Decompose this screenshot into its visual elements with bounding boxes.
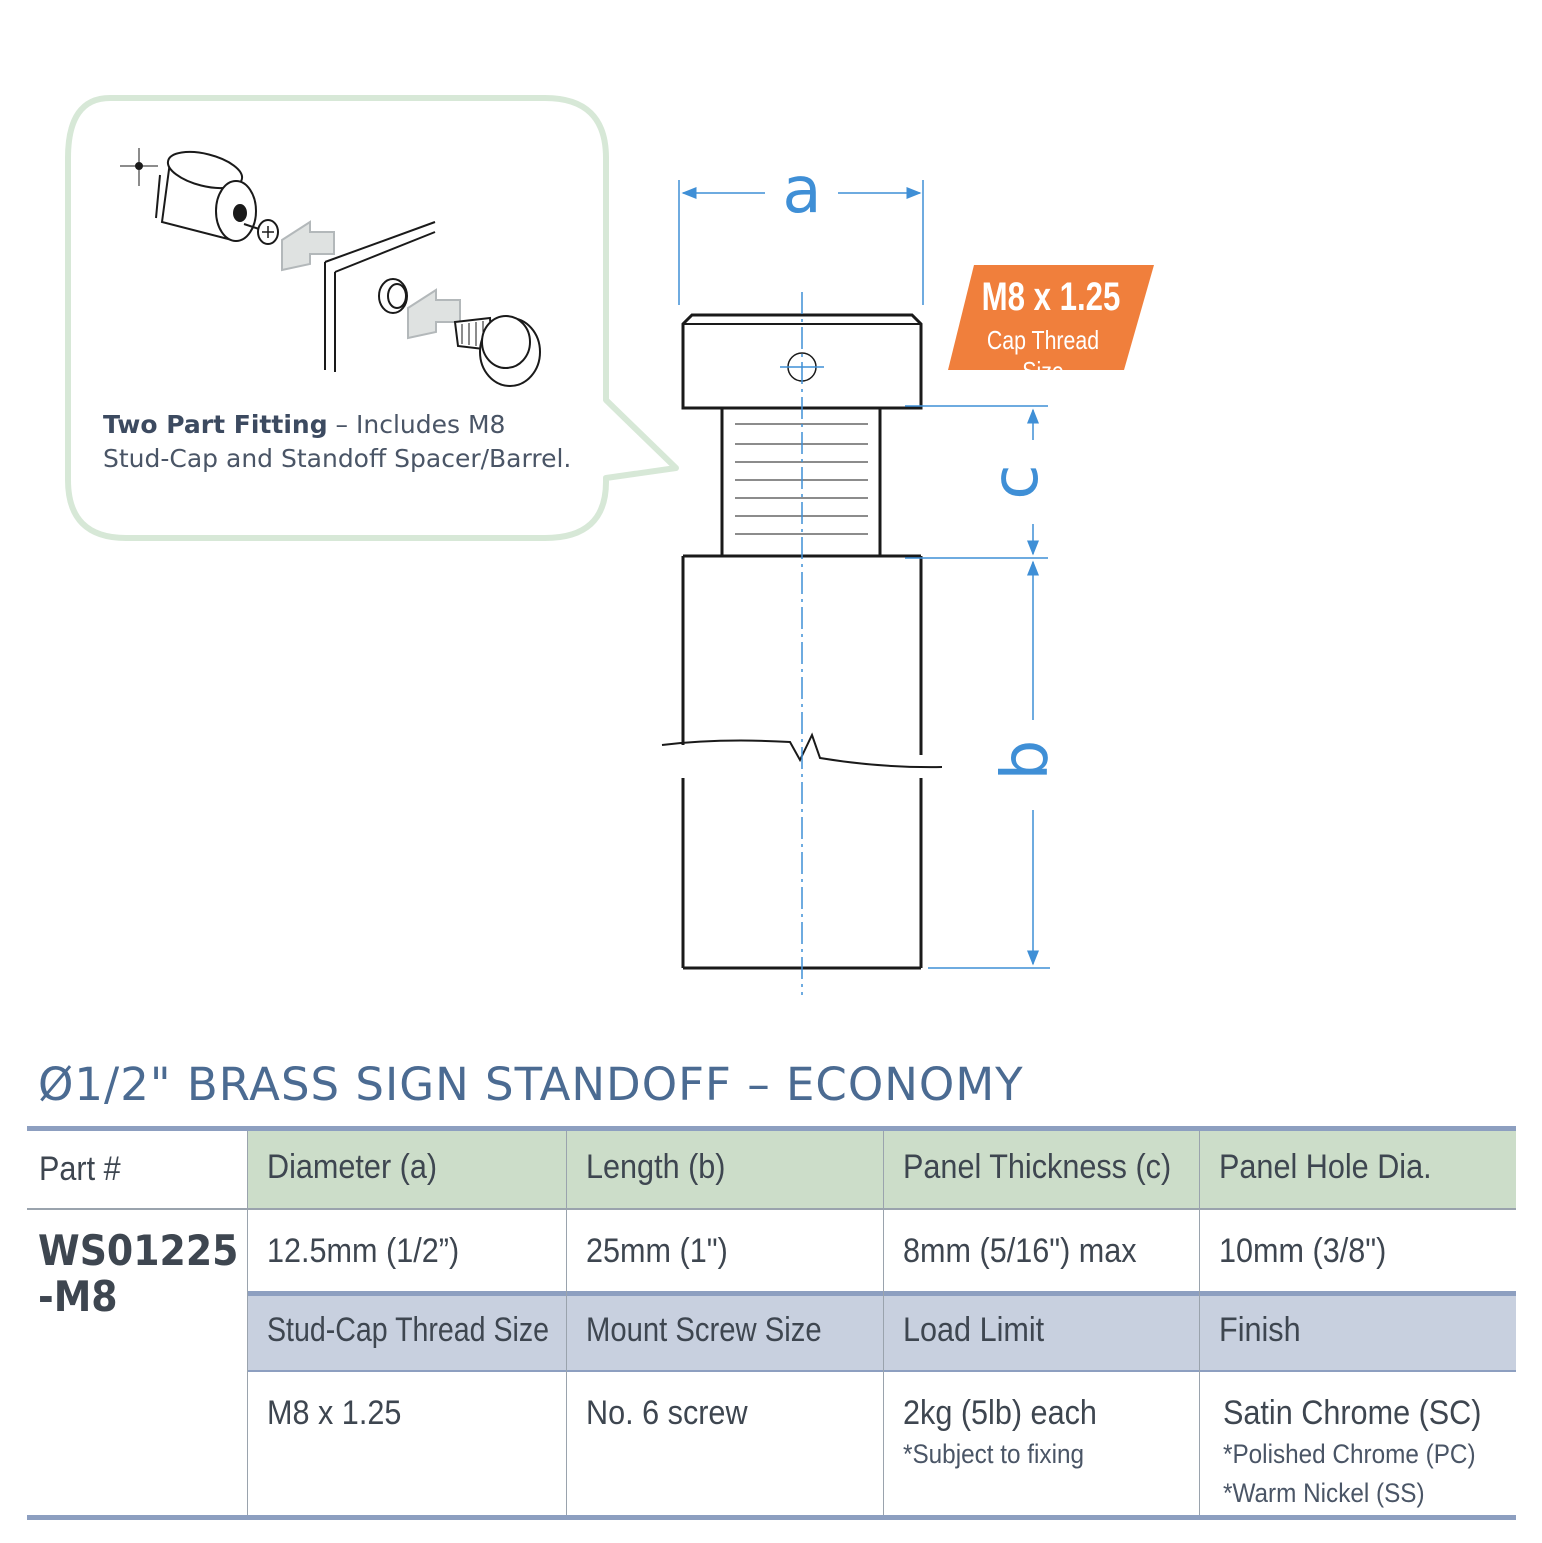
table-row3-rule xyxy=(248,1370,1516,1372)
value-panel-thickness: 8mm (5/16") max xyxy=(903,1232,1137,1270)
col-divider xyxy=(1199,1131,1200,1515)
thread-badge-shape xyxy=(948,265,1154,370)
value-diameter: 12.5mm (1/2”) xyxy=(267,1232,460,1270)
part-number-line2: -M8 xyxy=(38,1272,118,1321)
crosshair-icon xyxy=(120,148,158,186)
header-stud-cap-thread: Stud-Cap Thread Size xyxy=(267,1311,550,1349)
part-number-line1: WS01225 xyxy=(38,1226,239,1275)
dim-label-a: a xyxy=(782,154,821,228)
callout-line2: Stud-Cap and Standoff Spacer/Barrel. xyxy=(103,444,572,473)
panel-icon xyxy=(324,221,436,372)
value-mount-screw: No. 6 screw xyxy=(586,1394,748,1432)
table-row1-rule xyxy=(27,1208,1516,1210)
break-line xyxy=(661,732,943,769)
col-divider xyxy=(247,1131,248,1515)
dim-label-b: b xyxy=(989,740,1063,781)
mount-screw-icon xyxy=(243,219,279,245)
thread-badge-caption: Cap Thread Size xyxy=(986,325,1100,386)
washer-icon xyxy=(378,278,408,314)
callout-line1: Includes M8 xyxy=(356,410,506,439)
barrel-spacer-icon xyxy=(155,150,257,242)
thread-stud xyxy=(720,406,882,558)
stud-cap-icon xyxy=(453,315,541,387)
header-panel-thickness: Panel Thickness (c) xyxy=(903,1148,1172,1186)
dim-label-c: c xyxy=(979,464,1053,499)
value-length: 25mm (1") xyxy=(586,1232,728,1270)
dimension-a xyxy=(678,180,924,305)
thread-badge-size: M8 x 1.25 xyxy=(981,275,1121,319)
header-load-limit: Load Limit xyxy=(903,1311,1045,1349)
part-number: WS01225 -M8 xyxy=(38,1228,238,1320)
value-panel-hole: 10mm (3/8") xyxy=(1219,1232,1387,1270)
thread-badge: M8 x 1.25 Cap Thread Size xyxy=(948,265,1154,386)
callout-separator: – xyxy=(327,410,357,439)
dimension-c xyxy=(905,405,1048,559)
table-top-rule xyxy=(27,1126,1516,1131)
callout-text: Two Part Fitting – Includes M8 Stud-Cap … xyxy=(103,408,583,476)
col-divider xyxy=(883,1131,884,1515)
header-mount-screw: Mount Screw Size xyxy=(586,1311,822,1349)
callout-title: Two Part Fitting xyxy=(103,410,328,439)
product-title: Ø1/2" BRASS SIGN STANDOFF – ECONOMY xyxy=(38,1058,1024,1111)
value-load-limit: 2kg (5lb) each *Subject to fixing xyxy=(903,1394,1097,1469)
table-mid-rule xyxy=(248,1291,1516,1296)
col-divider xyxy=(566,1131,567,1515)
header-length: Length (b) xyxy=(586,1148,726,1186)
load-note: *Subject to fixing xyxy=(903,1439,1085,1469)
value-stud-cap-thread: M8 x 1.25 xyxy=(267,1394,402,1432)
header-diameter: Diameter (a) xyxy=(267,1148,438,1186)
finish-note: *Warm Nickel (SS) xyxy=(1223,1478,1425,1508)
standoff-diagram: a c b xyxy=(65,95,1154,995)
dimension-b xyxy=(928,560,1050,969)
finish-note: *Polished Chrome (PC) xyxy=(1223,1439,1476,1469)
assembly-illustration xyxy=(120,148,541,387)
value-finish: Satin Chrome (SC) *Polished Chrome (PC) … xyxy=(1223,1394,1482,1508)
header-finish: Finish xyxy=(1219,1311,1301,1349)
header-row1-bg xyxy=(248,1131,1516,1209)
part-label: Part # xyxy=(39,1150,121,1188)
header-row2-bg xyxy=(248,1296,1516,1370)
standoff-drawing xyxy=(661,292,943,995)
insert-arrow-icon xyxy=(281,220,335,272)
table-bottom-rule xyxy=(27,1515,1516,1520)
header-panel-hole: Panel Hole Dia. xyxy=(1219,1148,1432,1186)
